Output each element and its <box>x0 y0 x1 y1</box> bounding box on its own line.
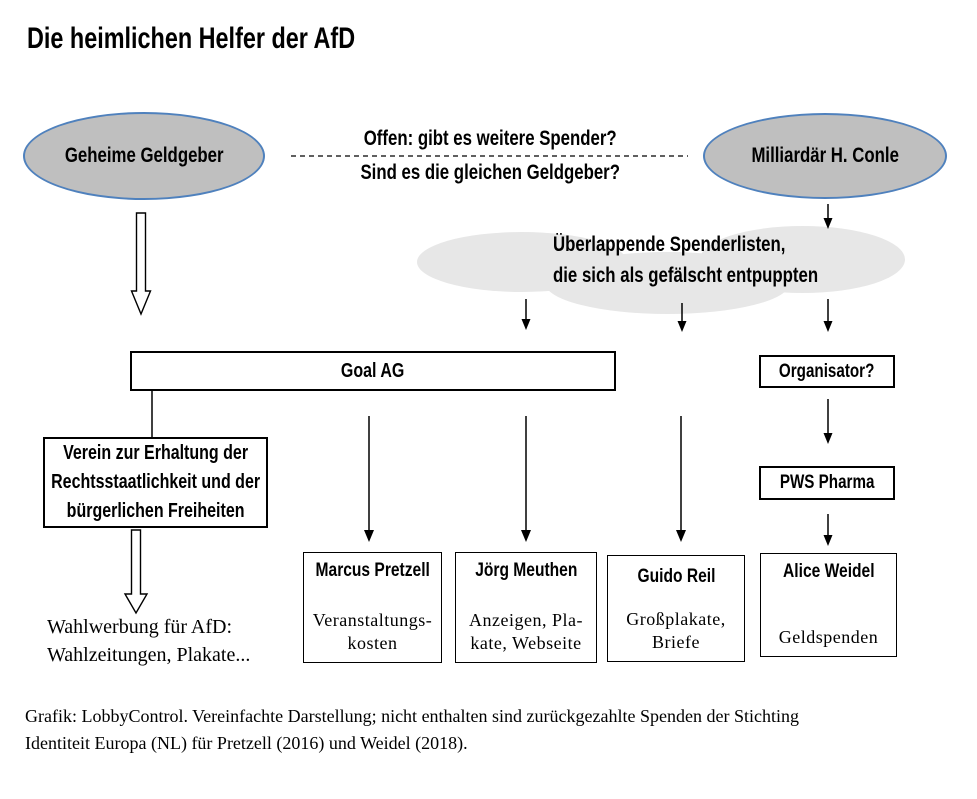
person-detail-line1: Veranstaltungs- <box>312 610 433 630</box>
arrow-conle-to-cloud <box>823 204 833 229</box>
cloud-label-line2: die sich als gefälscht entpuppten <box>553 264 819 287</box>
goal-ag-label: Goal AG <box>341 359 405 382</box>
wahlwerbung-note: Wahlwerbung für AfD: Wahlzeitungen, Plak… <box>47 613 250 669</box>
credit-caption-line2: Identiteit Europa (NL) für Pretzell (201… <box>25 733 468 753</box>
verein-line2: Rechtsstaatlichkeit und der <box>51 471 260 493</box>
cloud-label: Überlappende Spenderlisten, die sich als… <box>553 229 884 291</box>
hollow-arrow-verein-down-icon <box>123 529 149 615</box>
arrow-pws-to-weidel <box>823 514 833 546</box>
pws-pharma-label: PWS Pharma <box>779 472 875 493</box>
arrow-goalag-to-meuthen <box>521 416 531 542</box>
cloud-label-line1: Überlappende Spenderlisten, <box>553 233 786 256</box>
page-title-text: Die heimlichen Helfer der AfD <box>27 22 356 55</box>
person-name: Jörg Meuthen <box>474 560 578 581</box>
node-person-weidel: Alice Weidel Geldspenden <box>760 553 897 657</box>
open-question-line2: Sind es die gleichen Geldgeber? <box>360 161 620 184</box>
verein-line1: Verein zur Erhaltung der <box>63 442 248 464</box>
node-milliardaer-conle: Milliardär H. Conle <box>703 113 947 199</box>
person-detail-line1: Anzeigen, Pla- <box>469 610 583 630</box>
arrow-cloud-to-organisator <box>823 299 833 332</box>
wahlwerbung-line2: Wahlzeitungen, Plakate... <box>47 644 251 666</box>
milliardaer-conle-label: Milliardär H. Conle <box>751 144 899 167</box>
node-organisator: Organisator? <box>759 355 895 388</box>
person-detail-line1: Geldspenden <box>778 627 879 647</box>
person-detail-line2: Briefe <box>652 632 700 652</box>
wahlwerbung-line1: Wahlwerbung für AfD: <box>47 616 233 638</box>
organisator-label: Organisator? <box>779 360 875 382</box>
node-pws-pharma: PWS Pharma <box>759 466 895 500</box>
node-goal-ag: Goal AG <box>130 351 616 391</box>
node-verein: Verein zur Erhaltung der Rechtsstaatlich… <box>43 437 268 528</box>
node-geheime-geldgeber: Geheime Geldgeber <box>23 112 265 200</box>
hollow-arrow-geldgeber-down-icon <box>130 212 152 316</box>
arrow-organisator-to-pws <box>823 399 833 444</box>
arrow-goalag-to-reil <box>676 416 686 542</box>
geheime-geldgeber-label: Geheime Geldgeber <box>64 144 224 167</box>
arrow-goalag-to-pretzell <box>364 416 374 542</box>
person-detail-line2: kosten <box>347 633 398 653</box>
page-title: Die heimlichen Helfer der AfD <box>27 22 448 56</box>
node-person-reil: Guido Reil Großplakate, Briefe <box>607 555 745 662</box>
arrow-cloud-to-goalag-right <box>677 303 687 332</box>
node-person-pretzell: Marcus Pretzell Veranstaltungs- kosten <box>303 552 442 663</box>
person-name: Marcus Pretzell <box>315 560 430 581</box>
person-detail-line1: Großplakate, <box>626 609 726 629</box>
arrow-cloud-to-goalag-left <box>521 299 531 330</box>
person-detail-line2: kate, Webseite <box>470 633 582 653</box>
open-question-line1: Offen: gibt es weitere Spender? <box>363 127 617 150</box>
open-question: Offen: gibt es weitere Spender? Sind es … <box>290 122 690 190</box>
verein-line3: bürgerlichen Freiheiten <box>66 500 245 522</box>
credit-caption: Grafik: LobbyControl. Vereinfachte Darst… <box>25 703 935 757</box>
node-person-meuthen: Jörg Meuthen Anzeigen, Pla- kate, Websei… <box>455 552 597 663</box>
credit-caption-line1: Grafik: LobbyControl. Vereinfachte Darst… <box>25 706 799 726</box>
person-name: Alice Weidel <box>782 561 875 582</box>
person-name: Guido Reil <box>637 566 715 587</box>
cloud-blob-right <box>700 226 905 293</box>
